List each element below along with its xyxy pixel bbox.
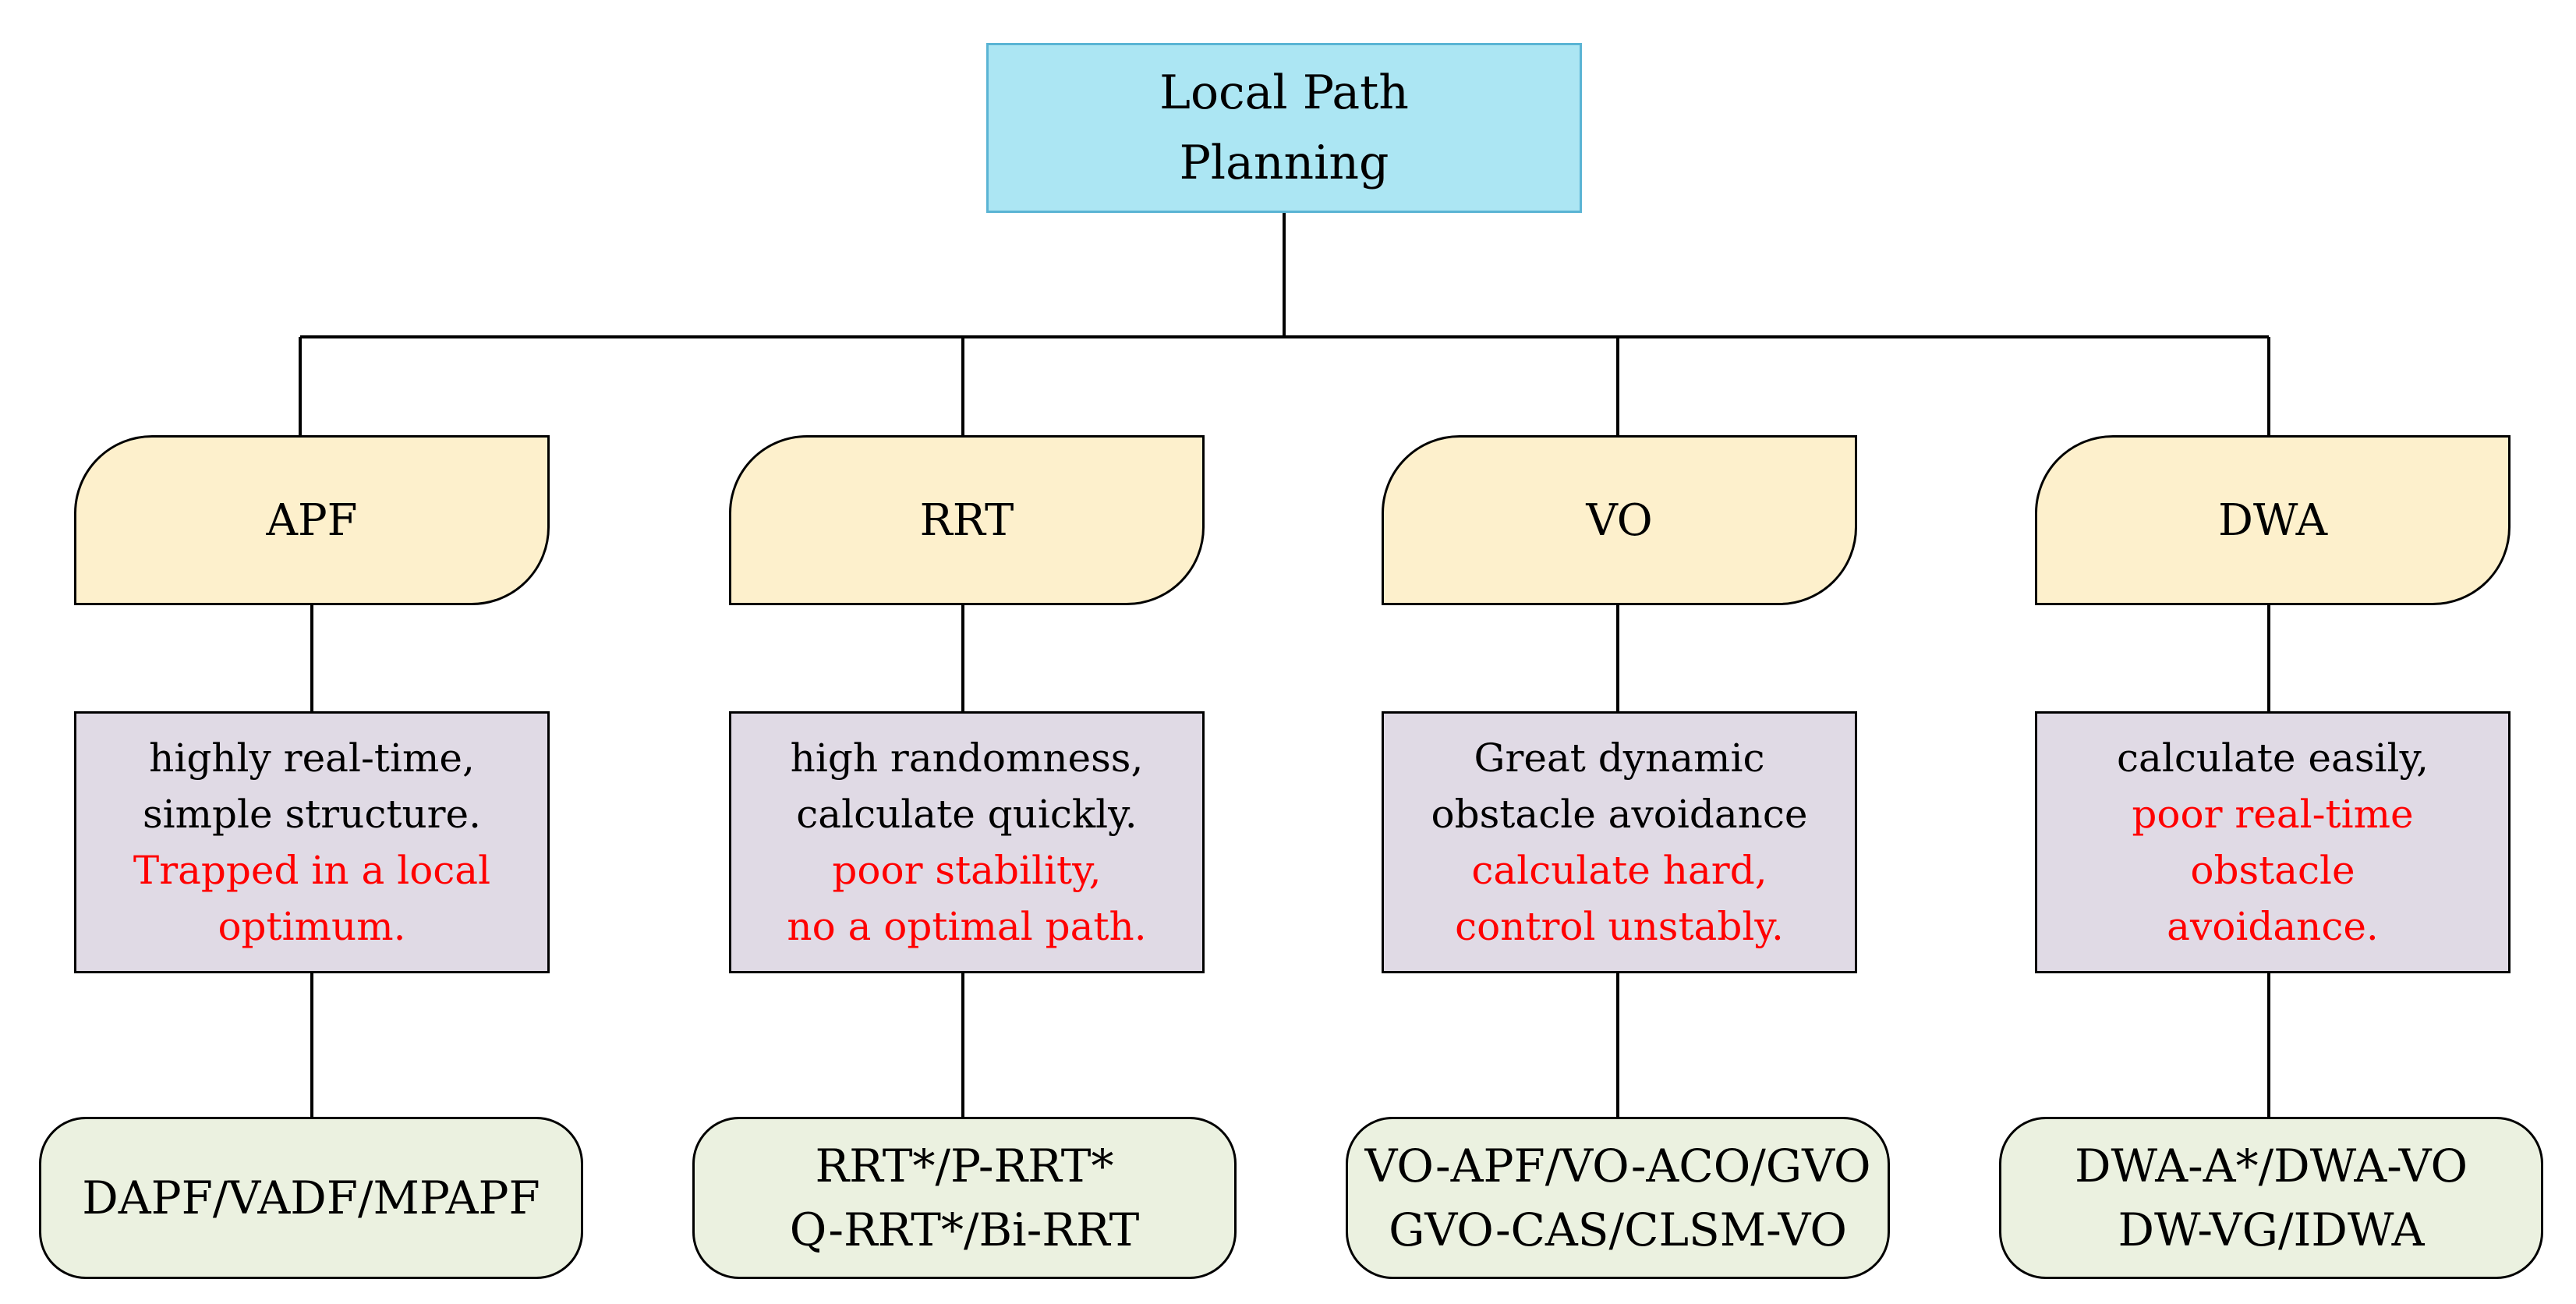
method-label: APF xyxy=(266,494,358,546)
root-title-line-2: Planning xyxy=(1179,136,1389,190)
variant-text: DW-VG/IDWA xyxy=(2118,1203,2425,1256)
method-label: VO xyxy=(1586,494,1653,546)
variants-node-rrt: RRT*/P-RRT* Q-RRT*/Bi-RRT xyxy=(692,1117,1237,1279)
description-node-dwa: calculate easily, poor real-time obstacl… xyxy=(2035,711,2511,973)
con-text: calculate hard, xyxy=(1471,848,1767,893)
variant-text: RRT*/P-RRT* xyxy=(815,1139,1114,1192)
method-node-apf: APF xyxy=(74,435,550,605)
pro-text: high randomness, xyxy=(790,735,1144,781)
variants-node-vo: VO-APF/VO-ACO/GVO GVO-CAS/CLSM-VO xyxy=(1346,1117,1890,1279)
pro-text: simple structure. xyxy=(142,792,482,837)
con-text: optimum. xyxy=(218,904,406,949)
root-node: Local Path Planning xyxy=(986,43,1582,213)
description-node-apf: highly real-time, simple structure. Trap… xyxy=(74,711,550,973)
pro-text: Great dynamic xyxy=(1474,735,1765,781)
root-title-line-1: Local Path xyxy=(1159,66,1409,120)
description-node-rrt: high randomness, calculate quickly. poor… xyxy=(729,711,1205,973)
con-text: poor real-time xyxy=(2132,792,2414,837)
pro-text: calculate easily, xyxy=(2117,735,2429,781)
con-text: poor stability, xyxy=(832,848,1102,893)
variant-text: DAPF/VADF/MPAPF xyxy=(82,1171,540,1224)
method-label: DWA xyxy=(2217,494,2328,546)
method-node-vo: VO xyxy=(1382,435,1857,605)
variant-text: DWA-A*/DWA-VO xyxy=(2074,1139,2468,1192)
variant-text: VO-APF/VO-ACO/GVO xyxy=(1364,1139,1871,1192)
description-node-vo: Great dynamic obstacle avoidance calcula… xyxy=(1382,711,1857,973)
con-text: avoidance. xyxy=(2167,904,2379,949)
variants-node-apf: DAPF/VADF/MPAPF xyxy=(39,1117,583,1279)
con-text: Trapped in a local xyxy=(133,848,491,893)
method-node-dwa: DWA xyxy=(2035,435,2511,605)
con-text: no a optimal path. xyxy=(787,904,1147,949)
variant-text: Q-RRT*/Bi-RRT xyxy=(789,1203,1140,1256)
method-node-rrt: RRT xyxy=(729,435,1205,605)
method-label: RRT xyxy=(919,494,1014,546)
variant-text: GVO-CAS/CLSM-VO xyxy=(1389,1203,1847,1256)
pro-text: highly real-time, xyxy=(149,735,475,781)
pro-text: obstacle avoidance xyxy=(1431,792,1808,837)
con-text: control unstably. xyxy=(1455,904,1784,949)
con-text: obstacle xyxy=(2190,848,2355,893)
pro-text: calculate quickly. xyxy=(796,792,1138,837)
variants-node-dwa: DWA-A*/DWA-VO DW-VG/IDWA xyxy=(1999,1117,2543,1279)
